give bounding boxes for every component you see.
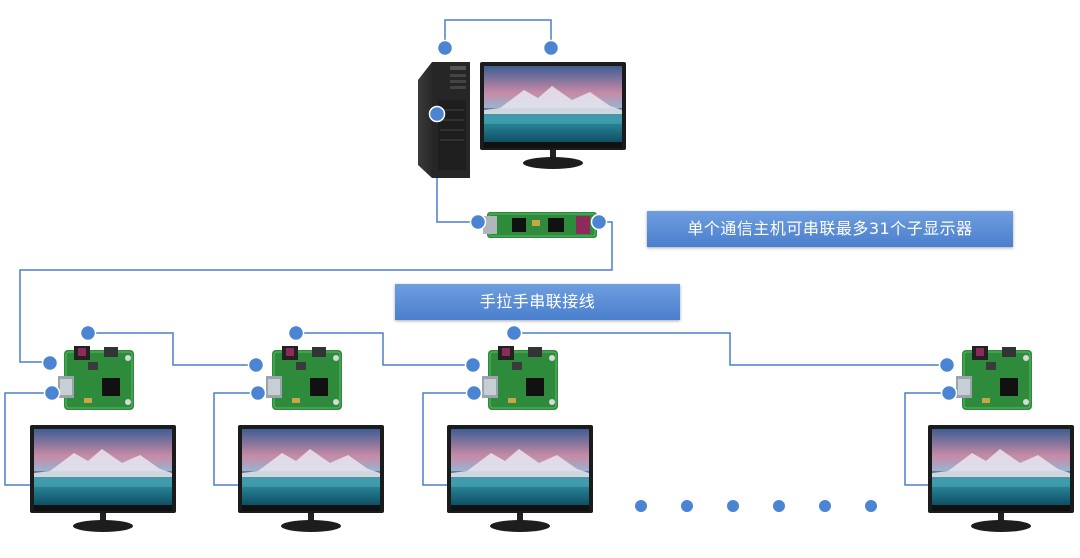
ellipsis-dot bbox=[865, 500, 877, 512]
port-dot bbox=[590, 213, 608, 231]
receiver-board-icon bbox=[265, 345, 343, 411]
chain-cable-2-3 bbox=[296, 332, 472, 366]
ellipsis-dot bbox=[819, 500, 831, 512]
port-dot bbox=[247, 356, 265, 374]
board-monitor-cable-2 bbox=[213, 392, 258, 486]
ellipsis-dot bbox=[773, 500, 785, 512]
sub-display-unit-2 bbox=[238, 345, 384, 532]
port-dot bbox=[43, 384, 61, 402]
port-dot bbox=[940, 384, 958, 402]
desktop-pc-icon bbox=[418, 62, 470, 178]
chain-cable-1-2 bbox=[88, 332, 255, 366]
port-dot bbox=[79, 324, 97, 342]
chain-cable-3-n bbox=[514, 332, 946, 366]
port-dot bbox=[465, 384, 483, 402]
receiver-board-icon bbox=[955, 345, 1033, 411]
host-monitor-icon bbox=[480, 62, 626, 169]
port-dot bbox=[542, 39, 560, 57]
ellipsis-dot bbox=[727, 500, 739, 512]
port-dot bbox=[938, 356, 956, 374]
port-dot bbox=[428, 105, 446, 123]
ellipsis-dot bbox=[681, 500, 693, 512]
pc-monitor-cable bbox=[444, 19, 552, 48]
sub-display-unit-1 bbox=[30, 345, 176, 532]
sub-monitor-icon bbox=[30, 425, 176, 532]
port-dot bbox=[287, 324, 305, 342]
sub-display-unit-n bbox=[928, 345, 1074, 532]
port-dot bbox=[505, 324, 523, 342]
wiring-lines bbox=[4, 19, 949, 486]
port-dot bbox=[469, 213, 487, 231]
receiver-board-icon bbox=[57, 345, 135, 411]
sub-monitor-icon bbox=[447, 425, 593, 532]
ellipsis-dots bbox=[635, 500, 877, 512]
port-dot bbox=[464, 356, 482, 374]
max-displays-callout: 单个通信主机可串联最多31个子显示器 bbox=[647, 211, 1013, 247]
port-dot bbox=[249, 384, 267, 402]
receiver-board-icon bbox=[481, 345, 559, 411]
daisy-chain-callout: 手拉手串联接线 bbox=[395, 284, 680, 320]
port-dot bbox=[41, 354, 59, 372]
board-monitor-cable-3 bbox=[422, 392, 474, 486]
sub-display-unit-3 bbox=[447, 345, 593, 532]
sub-monitor-icon bbox=[928, 425, 1074, 532]
sub-monitor-icon bbox=[238, 425, 384, 532]
ellipsis-dot bbox=[635, 500, 647, 512]
board-monitor-cable-1 bbox=[4, 392, 52, 486]
port-dot bbox=[436, 39, 454, 57]
host-to-chain-cable bbox=[19, 221, 613, 363]
board-monitor-cable-n bbox=[904, 392, 949, 486]
communication-host-board-icon bbox=[483, 212, 597, 238]
